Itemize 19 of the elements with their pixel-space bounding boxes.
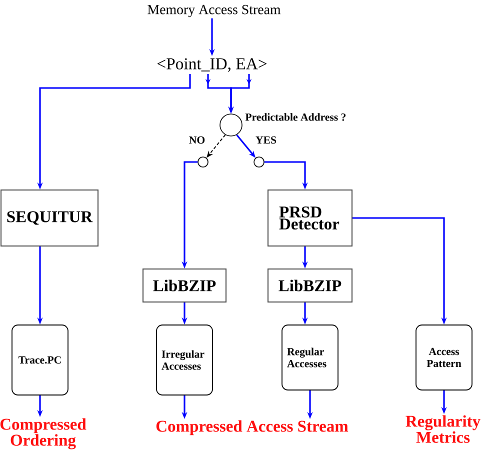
output-label: Regularity Metrics	[406, 415, 480, 443]
rounded-box: Irregular Accesses	[156, 324, 213, 396]
decision-circle	[220, 114, 242, 136]
process-box: LibBZIP	[268, 268, 352, 302]
rounded-box: Regular Accesses	[282, 324, 338, 390]
output-label: Compressed Access Stream	[156, 420, 348, 436]
edge-label: NO	[188, 135, 206, 145]
rounded-box: Access Pattern	[416, 324, 472, 390]
process-box: LibBZIP	[142, 268, 226, 302]
process-box: SEQUITUR	[0, 190, 98, 246]
tuple-label: <Point_ID, EA>	[158, 58, 267, 72]
edge-label: YES	[254, 135, 278, 145]
junction-circle	[254, 156, 264, 168]
process-box: PRSD Detector	[268, 190, 352, 246]
output-label: Compressed Ordering	[0, 418, 86, 450]
junction-circle	[198, 156, 208, 168]
input-label: Memory Access Stream	[148, 4, 281, 18]
question-label: Predictable Address ?	[245, 113, 346, 121]
rounded-box: Trace.PC	[12, 324, 68, 396]
